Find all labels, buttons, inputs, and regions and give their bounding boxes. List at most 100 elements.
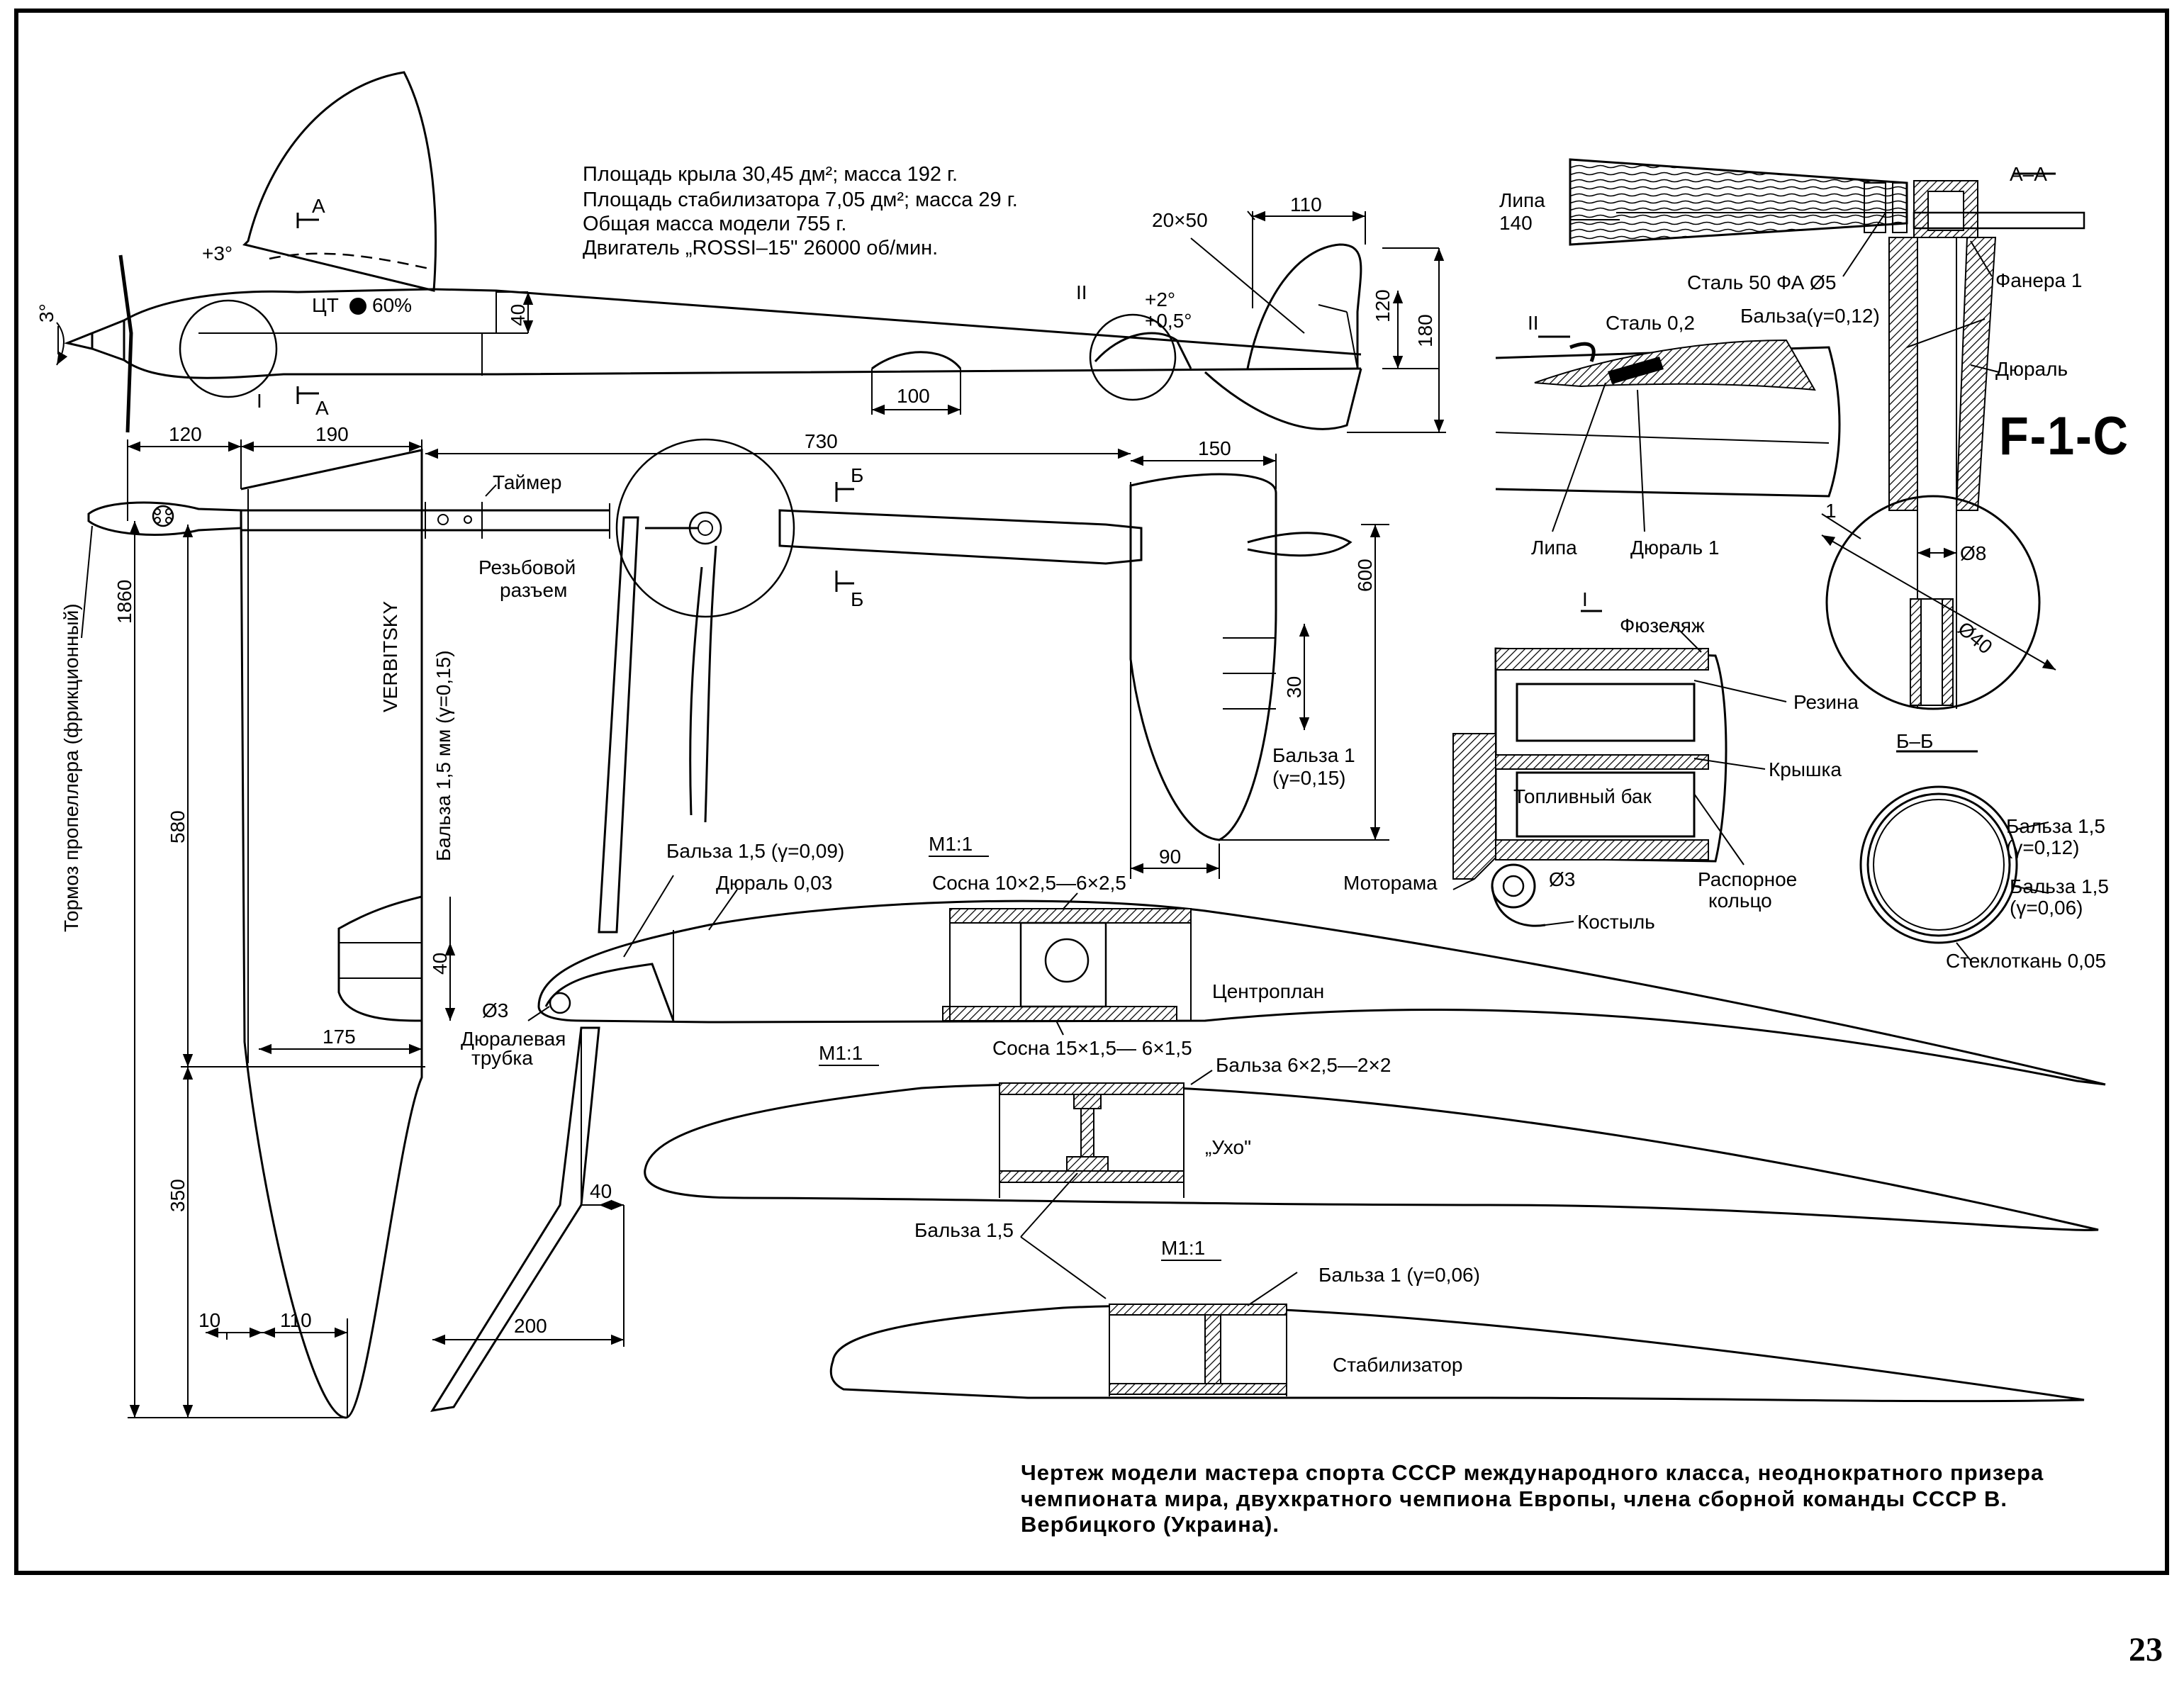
- wing-profiles: [527, 875, 2106, 1403]
- wing-tip-ear: [337, 895, 423, 1022]
- detail-i-mark: I: [257, 390, 262, 412]
- balsa-15-label: Бальза 1,5: [914, 1219, 1014, 1241]
- left-wing: [240, 449, 423, 1419]
- ear-spar-top: [999, 1082, 1185, 1095]
- cg-percent: 60%: [372, 294, 412, 316]
- pine-bottom-label: Сосна 15×1,5— 6×1,5: [992, 1037, 1192, 1059]
- ear-label: „Ухо": [1205, 1136, 1251, 1158]
- cg-icon: [349, 298, 366, 315]
- right-tail-boom: [778, 509, 1143, 565]
- page-number: 23: [2129, 1631, 2163, 1669]
- labels: +3° А А ЦТ 60% 40 100 110 120 180 20×50 …: [35, 163, 2109, 1376]
- cg-label: ЦТ: [312, 294, 339, 316]
- centroplane-label: Центроплан: [1212, 980, 1324, 1002]
- rubber-label: Резина: [1793, 691, 1859, 713]
- wing-root-block: [1569, 158, 1908, 246]
- fuselage-label: Фюзеляж: [1620, 615, 1705, 637]
- section-aa-label: А–А: [2010, 163, 2047, 185]
- balsa-bb-label-a2: (γ=0,12): [2006, 836, 2080, 858]
- diameter-3-label: Ø3: [482, 999, 508, 1021]
- dim-40-tab: 40: [590, 1180, 612, 1202]
- section-mark-b-top: Б: [851, 464, 863, 486]
- drawing-caption: Чертеж модели мастера спорта СССР междун…: [1021, 1460, 2044, 1537]
- stab-lower: [1204, 368, 1362, 430]
- fuselage-lower: [123, 359, 1362, 379]
- dim-90: 90: [1159, 846, 1181, 868]
- dim-175: 175: [323, 1026, 356, 1048]
- balsa-012-label: Бальза(γ=0,12): [1740, 305, 1880, 327]
- balsa-bb-label-b2: (γ=0,06): [2010, 897, 2083, 919]
- diameter-40-label: Ø40: [1954, 617, 1996, 658]
- ear-profile: [644, 1083, 2099, 1231]
- wing-balsa-label: Бальза 1,5 мм (γ=0,15): [432, 650, 454, 861]
- fin-outline: [242, 71, 437, 292]
- stab-spar-bottom: [1109, 1383, 1287, 1395]
- spec-line-stabilizer: Площадь стабилизатора 7,05 дм²; масса 29…: [583, 189, 1018, 211]
- dim-10: 10: [198, 1309, 220, 1331]
- steel-50-label: Сталь 50 ФА Ø5: [1687, 271, 1836, 293]
- dim-40-ear: 40: [429, 953, 451, 975]
- balsa-bb-label-b1: Бальза 1,5: [2010, 875, 2109, 897]
- scale-label-3: М1:1: [1161, 1237, 1205, 1259]
- dim-110-plan: 110: [280, 1309, 312, 1331]
- dim-40-side: 40: [507, 304, 529, 326]
- fiberglass-label: Стеклоткань 0,05: [1946, 950, 2106, 972]
- scale-label-2: М1:1: [819, 1042, 863, 1064]
- balsa-1-006-label: Бальза 1 (γ=0,06): [1318, 1264, 1480, 1286]
- stabilizer-plan: [1129, 473, 1277, 841]
- dim-30: 30: [1283, 676, 1305, 698]
- stab-inner-tab: [430, 1026, 600, 1413]
- dural-label: Дюраль: [1995, 358, 2068, 380]
- spinner: [63, 332, 93, 350]
- pine-top-label: Сосна 10×2,5—6×2,5: [932, 872, 1126, 894]
- detail-circle-ii: [1089, 313, 1177, 401]
- dim-150: 150: [1198, 437, 1231, 459]
- ear-spar-bottom: [999, 1170, 1185, 1183]
- stabilizer-label: Стабилизатор: [1333, 1354, 1462, 1376]
- spec-line-total-mass: Общая масса модели 755 г.: [583, 213, 847, 235]
- dim-100-side: 100: [897, 385, 930, 407]
- center-pylon: [598, 516, 639, 934]
- balsa-bb-label-a1: Бальза 1,5: [2006, 815, 2105, 837]
- steel-02-label: Сталь 0,2: [1606, 312, 1695, 334]
- section-mark-a-bottom: А: [315, 397, 329, 419]
- fin-dashed-line: [269, 252, 433, 271]
- strut-tube: [1888, 237, 1918, 511]
- stab-profile: [829, 1304, 2085, 1403]
- scale-label-1: М1:1: [929, 833, 973, 855]
- spec-line-engine: Двигатель „ROSSI–15" 26000 об/мин.: [583, 237, 939, 259]
- fuel-tank-label: Топливный бак: [1513, 785, 1652, 807]
- plan-view: [81, 438, 1389, 1419]
- angle-engine: 3°: [35, 303, 57, 323]
- dim-180-side: 180: [1414, 314, 1436, 347]
- skid-label: Костыль: [1577, 911, 1655, 933]
- diameter-8-label: Ø8: [1960, 542, 1986, 564]
- dural-tube-label-2: трубка: [471, 1047, 533, 1069]
- fuselage-upper: [123, 288, 1362, 356]
- dim-120-side: 120: [1372, 289, 1394, 323]
- stab-spar-top: [1109, 1304, 1287, 1316]
- class-title: F-1-C: [1999, 406, 2129, 466]
- dural-tube-label-1: Дюралевая: [461, 1028, 566, 1050]
- balsa-6x25-label: Бальза 6×2,5—2×2: [1216, 1054, 1391, 1076]
- spar-top: [949, 908, 1192, 924]
- stab-angle-2: +0,5°: [1145, 310, 1192, 332]
- section-bb-label: Б–Б: [1896, 730, 1933, 752]
- section-bb: [1859, 750, 2049, 961]
- dim-200: 200: [514, 1315, 547, 1337]
- detail-ii: [1495, 335, 1841, 532]
- dim-110-side: 110: [1290, 194, 1322, 215]
- stab-angle-1: +2°: [1145, 288, 1175, 310]
- connector-label-1: Резьбовой: [478, 556, 576, 578]
- propeller-blade: [118, 254, 133, 433]
- stab-balsa-label-1: Бальза 1: [1272, 744, 1355, 766]
- angle-wing: +3°: [202, 242, 233, 264]
- spacer-ring-label-2: кольцо: [1708, 890, 1772, 912]
- spacer-ring-label-1: Распорное: [1698, 868, 1797, 890]
- centre-profile: [537, 899, 2106, 1086]
- profile-balsa-009: Бальза 1,5 (γ=0,09): [666, 840, 844, 862]
- spec-line-wing: Площадь крыла 30,45 дм²; масса 192 г.: [583, 163, 958, 186]
- timer-disc: [615, 438, 795, 618]
- detail-circle-i: [179, 299, 278, 398]
